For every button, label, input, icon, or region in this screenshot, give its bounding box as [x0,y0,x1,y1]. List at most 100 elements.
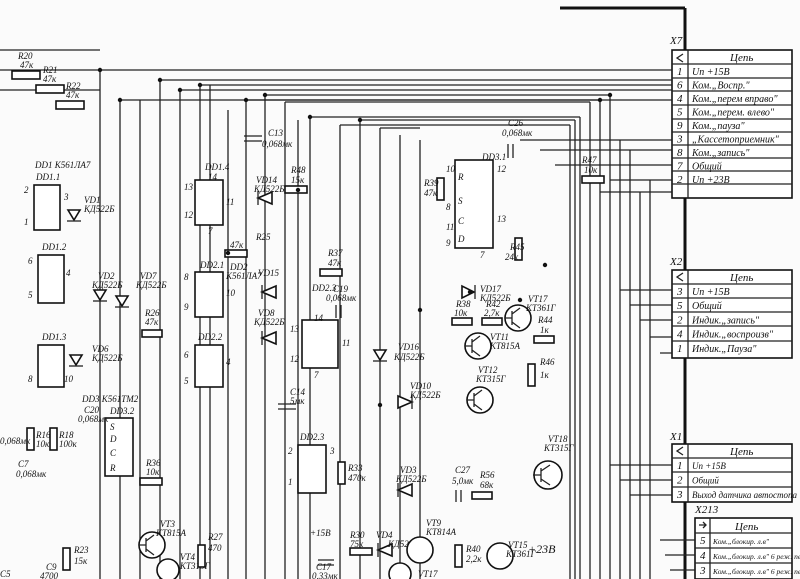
svg-text:VD3: VD3 [400,465,417,475]
svg-text:КД522Б: КД522Б [253,317,285,327]
resistor-r25: R25 47к [224,232,271,258]
capacitor-c20: C20 0,068мк [78,405,109,424]
gate-dd1-2: DD1.2 6 4 5 [28,242,71,304]
svg-text:2: 2 [24,185,29,195]
connector-x7-signal: Общий [692,162,722,173]
svg-text:14: 14 [314,313,324,323]
connector-x7-signal: Ком.„перем вправо" [691,94,778,105]
svg-text:0,068мк: 0,068мк [16,469,47,479]
svg-text:КД522Б: КД522Б [91,353,123,363]
svg-text:К561ЛА7: К561ЛА7 [225,271,262,281]
svg-text:4: 4 [66,268,71,278]
resistor-r56: R56 68к [471,470,495,500]
svg-text:VT17: VT17 [528,294,548,304]
connector-x7-table [671,49,793,199]
connector-x2-pin: 3 [676,286,683,298]
svg-text:R22: R22 [65,81,81,91]
resistor-r39: R39 47к [423,177,445,201]
resistor-r23: R23 15к [62,545,89,571]
svg-text:R45: R45 [509,242,525,252]
svg-text:8: 8 [28,374,33,384]
resistor-r30: R30 75к [349,530,373,556]
connector-x7-header: Цепь [729,52,753,64]
svg-text:R33: R33 [347,463,363,473]
svg-text:12: 12 [497,164,507,174]
svg-text:C: C [458,216,465,226]
svg-text:КТ815А: КТ815А [489,341,520,351]
svg-text:VD17: VD17 [480,284,501,294]
svg-text:15к: 15к [291,175,305,185]
svg-text:R37: R37 [327,248,343,258]
connector-x2-table [671,269,793,359]
svg-text:КТ814А: КТ814А [425,527,456,537]
svg-text:C7: C7 [18,459,29,469]
svg-text:2,7к: 2,7к [484,308,500,318]
capacitor-c13: C13 0,068мк [244,128,293,149]
svg-text:3: 3 [329,446,335,456]
diode-vd4: VD4 КД522Б [375,530,419,558]
capacitor-c14: C14 5мк [278,387,306,410]
svg-text:C9: C9 [46,562,57,572]
svg-text:КД522Б: КД522Б [395,474,427,484]
capacitor-c19: C19 0,068мк [326,284,357,318]
svg-text:C14: C14 [290,387,306,397]
resistor-r36: R36 10к [139,458,163,486]
connector-x2-ref: X2 [669,256,683,268]
svg-text:КД522Б: КД522Б [409,390,441,400]
svg-text:КД522Б: КД522Б [479,293,511,303]
svg-text:10к: 10к [454,308,468,318]
svg-text:470: 470 [208,543,222,553]
svg-text:2: 2 [288,446,293,456]
connector-x2-signal: Индик.„воспроизв" [691,330,774,341]
resistor-r16: R16 10к [26,427,51,451]
connector-x7-signal: Ком.„Воспр." [691,81,750,92]
connector-x213-pin: 5 [700,535,706,547]
svg-text:КД522Б: КД522Б [253,184,285,194]
svg-text:R36: R36 [145,458,161,468]
svg-text:13: 13 [497,214,507,224]
svg-text:1: 1 [288,477,293,487]
connector-x7-ref: X7 [669,35,683,47]
svg-text:1к: 1к [540,325,550,335]
junction-dots [97,67,613,408]
svg-text:DD2.1: DD2.1 [199,260,224,270]
connector-x213-signal: Ком.„блокир. л.в" 6 реж. перемотки [712,567,800,576]
connector-x2: X2 Цепь [669,256,793,359]
svg-text:R44: R44 [537,315,553,325]
svg-text:10к: 10к [36,439,50,449]
svg-text:VD10: VD10 [410,381,431,391]
svg-text:47к: 47к [424,188,438,198]
svg-text:0,068мк: 0,068мк [0,436,31,446]
gate-dd2-3: DD2.3 14 13 12 11 7 [290,283,350,380]
svg-text:7: 7 [480,250,485,260]
svg-text:R25: R25 [255,232,271,242]
svg-text:C26: C26 [508,118,524,128]
transistor-vt11: VT11 КТ815А [464,332,520,360]
svg-text:R30: R30 [349,530,365,540]
transistor-vt17: VT17 КТ361Г [504,294,556,332]
svg-text:5: 5 [28,290,33,300]
transistor-vt3: VT3 КТ815А [138,519,186,559]
diode-vd7: VD7 КД522Б [114,271,167,308]
svg-text:3: 3 [63,192,69,202]
connector-x213: X213 Цепь [694,504,793,579]
svg-text:R27: R27 [207,532,223,542]
svg-text:VT12: VT12 [478,365,498,375]
svg-text:6: 6 [184,350,189,360]
svg-text:9: 9 [446,238,451,248]
connector-x7-signal: Ком.„пауза" [691,121,745,132]
svg-text:DD1.2: DD1.2 [41,242,67,252]
svg-text:DD2.3: DD2.3 [311,283,337,293]
svg-text:4: 4 [226,357,231,367]
svg-text:R47: R47 [581,155,597,165]
resistor-r37: R37 47к [319,248,343,277]
svg-text:14: 14 [208,172,218,182]
svg-text:R46: R46 [539,357,555,367]
svg-text:VD7: VD7 [140,271,157,281]
svg-text:12: 12 [290,354,300,364]
connector-x7-pin: 8 [677,147,683,159]
connector-x7-signal: Uп +15В [692,67,730,78]
resistor-r47: R47 10к [581,155,605,184]
connector-x7-pin: 9 [677,120,683,132]
